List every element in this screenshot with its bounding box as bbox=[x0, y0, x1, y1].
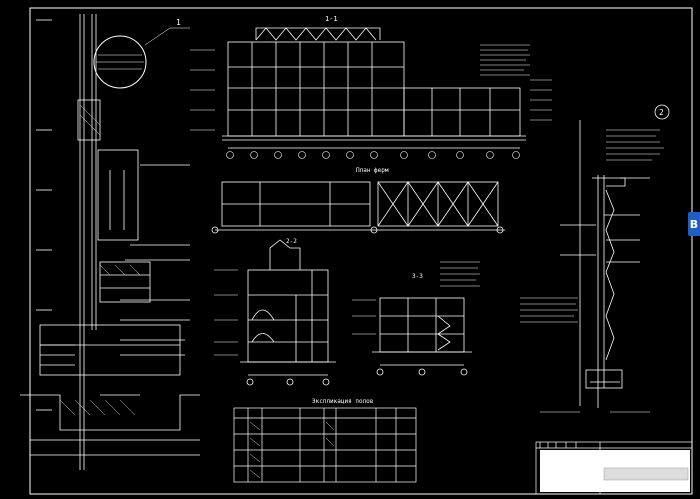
floor-table-hatch bbox=[249, 421, 335, 479]
panel-tab-icon: B bbox=[689, 217, 699, 231]
section-3-3 bbox=[372, 297, 472, 376]
side-panel-tab[interactable]: B bbox=[688, 212, 700, 236]
section-1-1-frame bbox=[222, 27, 526, 149]
section-2-2 bbox=[240, 239, 336, 386]
section-2-2-title: 2-2 bbox=[286, 238, 297, 245]
callout-2-label: 2 bbox=[659, 108, 664, 117]
truss-plan bbox=[211, 181, 505, 234]
sheet-frame bbox=[29, 7, 693, 495]
section-3-3-title: 3-3 bbox=[412, 273, 423, 280]
axis-markers-1-1 bbox=[226, 151, 520, 159]
section-1-1-title: 1-1 bbox=[325, 15, 338, 23]
section-3-3-notes bbox=[352, 261, 480, 335]
section-2-2-levels bbox=[214, 269, 238, 356]
floor-table-title: Экспликация полов bbox=[312, 398, 373, 405]
section-1-1-notes bbox=[190, 44, 552, 131]
wall-hatching bbox=[59, 104, 141, 416]
title-block-inset bbox=[603, 467, 689, 481]
detail-circle-1-hatch bbox=[96, 27, 190, 70]
facade-notes bbox=[520, 129, 664, 413]
callout-1-label: 1 bbox=[176, 18, 181, 27]
truss-plan-title: План ферм bbox=[356, 167, 389, 174]
floor-table bbox=[233, 407, 417, 483]
wall-detail-left bbox=[20, 14, 200, 470]
detail-circle-1 bbox=[93, 35, 147, 89]
facade-detail-right bbox=[560, 120, 650, 408]
detail-circle-2 bbox=[654, 104, 670, 120]
